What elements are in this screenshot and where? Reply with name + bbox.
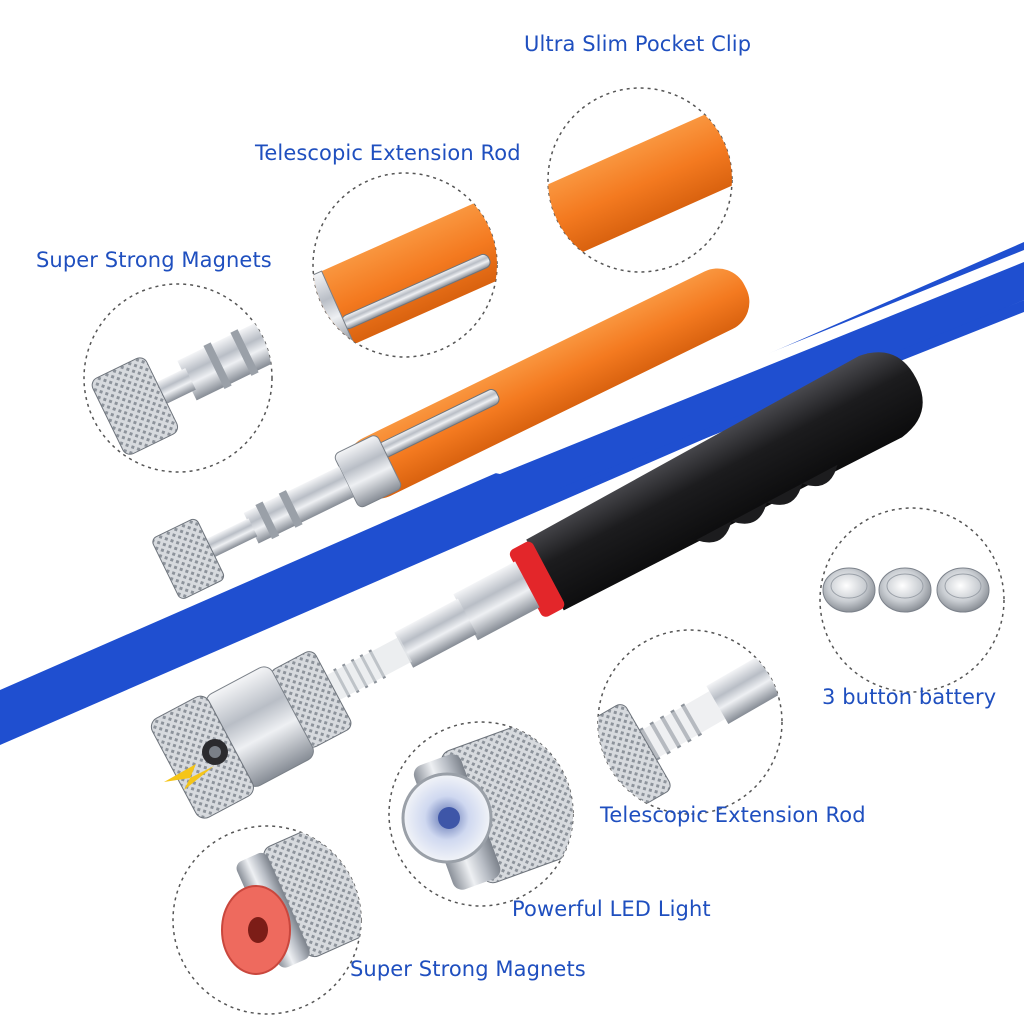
magnet-zoom-bottom	[172, 825, 362, 1015]
button-battery	[936, 567, 990, 613]
lightning-bolt-icon	[164, 764, 214, 790]
extension-rod-zoom-top	[312, 172, 498, 358]
magnets-label-top: Super Strong Magnets	[36, 248, 272, 272]
battery-zoom	[819, 507, 1005, 693]
led-light-label: Powerful LED Light	[512, 897, 711, 921]
button-battery	[822, 567, 876, 613]
led-light-zoom	[388, 721, 574, 907]
button-battery	[878, 567, 932, 613]
extension-rod-label-top: Telescopic Extension Rod	[255, 141, 521, 165]
magnet-zoom-top	[83, 283, 273, 473]
extension-rod-zoom-bottom	[597, 629, 783, 815]
pocket-clip-zoom	[547, 87, 733, 273]
pocket-clip-label: Ultra Slim Pocket Clip	[524, 32, 752, 56]
black-handle-tool	[150, 352, 923, 819]
battery-label: 3 button battery	[822, 685, 997, 709]
magnets-label-bottom: Super Strong Magnets	[350, 957, 586, 981]
extension-rod-label-bottom: Telescopic Extension Rod	[600, 803, 866, 827]
orange-pocket-tool	[152, 268, 750, 599]
